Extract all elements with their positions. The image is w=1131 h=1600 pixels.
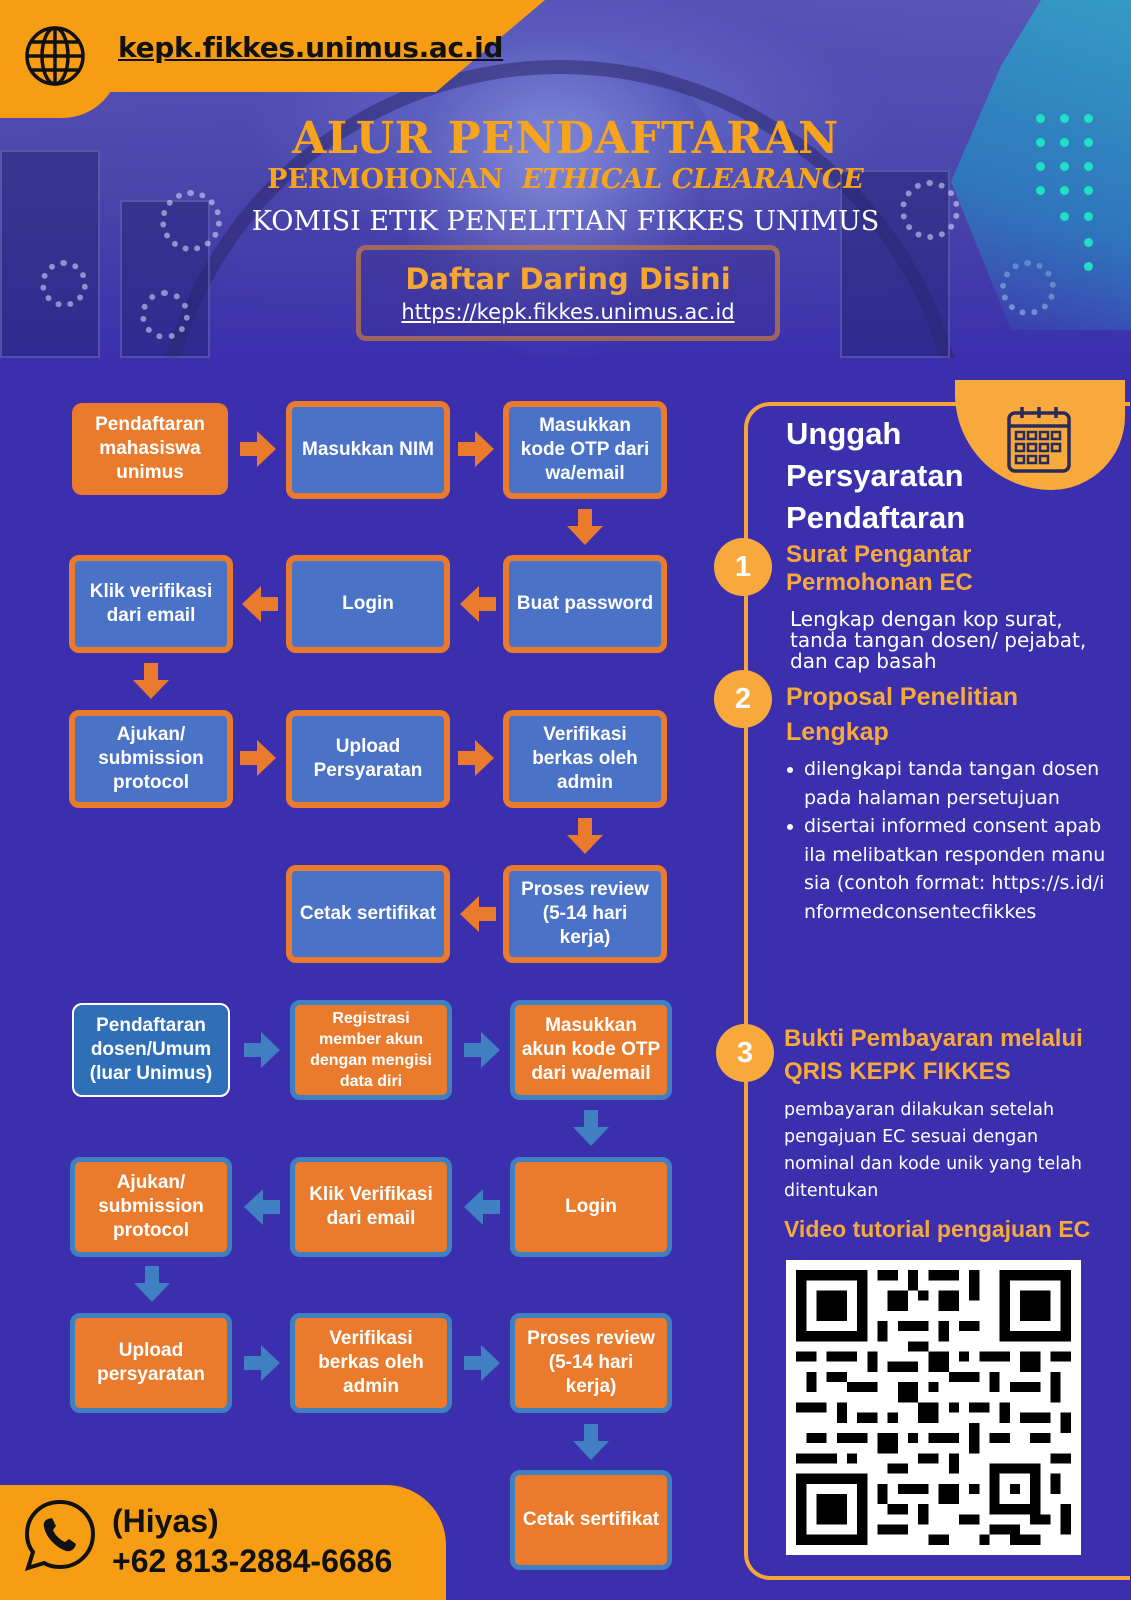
- decor-dot: [1060, 162, 1069, 171]
- calendar-icon: [1007, 407, 1071, 473]
- decor-dot: [1084, 114, 1093, 123]
- arrow-down-icon: [567, 509, 603, 545]
- arrow-down-icon: [133, 663, 169, 699]
- qr-code[interactable]: [786, 1260, 1081, 1555]
- flow-mhs-step10: Proses review (5-14 hari kerja): [503, 865, 667, 963]
- decor-dot: [1084, 238, 1093, 247]
- arrow-right-icon: [458, 740, 494, 776]
- flow-mhs-step6: Klik verifikasi dari email: [69, 555, 233, 653]
- flow-umum-step4: Login: [510, 1157, 672, 1257]
- requirement-title-2: Proposal Penelitian Lengkap: [786, 683, 1019, 746]
- header-banner: kepk.fikkes.unimus.ac.id ALUR PENDAFTARA…: [0, 0, 1131, 358]
- requirement-title-3: Bukti Pembayaran melalui QRIS KEPK FIKKE…: [784, 1025, 1083, 1085]
- flow-umum-step7: Upload persyaratan: [70, 1313, 232, 1413]
- decor-dot: [1060, 114, 1069, 123]
- video-tutorial-title: Video tutorial pengajuan EC: [784, 1216, 1091, 1242]
- contact-phone[interactable]: +62 813-2884-6686: [112, 1543, 393, 1579]
- arrow-down-icon: [573, 1424, 609, 1460]
- flow-mhs-step8: Upload Persyaratan: [286, 710, 450, 808]
- flow-umum-step1: Pendaftaran dosen/Umum (luar Unimus): [72, 1003, 230, 1097]
- requirement-bullet: disertai informed consent apabila meliba…: [786, 812, 1106, 926]
- arrow-right-icon: [464, 1345, 500, 1381]
- decor-dot: [1060, 138, 1069, 147]
- flow-mhs-step3: Masukkan kode OTP dari wa/email: [503, 401, 667, 499]
- decor-dot: [1036, 162, 1045, 171]
- arrow-left-icon: [464, 1189, 500, 1225]
- flow-umum-step2: Registrasi member akun dengan mengisi da…: [290, 1000, 452, 1100]
- flow-umum-step8: Verifikasi berkas oleh admin: [290, 1313, 452, 1413]
- ornament-rosette: [160, 190, 222, 252]
- page-title: ALUR PENDAFTARAN: [292, 113, 839, 164]
- arrow-right-icon: [464, 1032, 500, 1068]
- step-number-badge: 3: [716, 1024, 774, 1082]
- whatsapp-phone-icon: [24, 1499, 96, 1572]
- step-number-badge: 1: [714, 538, 772, 596]
- arrow-right-icon: [240, 431, 276, 467]
- requirement-bullets-2: dilengkapi tanda tangan dosen pada halam…: [786, 755, 1106, 926]
- requirement-bullet: dilengkapi tanda tangan dosen pada halam…: [786, 755, 1106, 812]
- arrow-left-icon: [460, 896, 496, 932]
- decor-dot: [1036, 138, 1045, 147]
- flow-mhs-step9: Verifikasi berkas oleh admin: [503, 710, 667, 808]
- step-number-badge: 2: [714, 670, 772, 728]
- flow-mhs-step2: Masukkan NIM: [286, 401, 450, 499]
- decor-dot: [1060, 186, 1069, 195]
- arrow-right-icon: [240, 740, 276, 776]
- campus-pillar-left: [0, 150, 100, 358]
- ornament-rosette: [40, 260, 88, 308]
- arrow-right-icon: [244, 1032, 280, 1068]
- decor-dot: [1060, 212, 1069, 221]
- online-registration-title: Daftar Daring Disini: [405, 262, 731, 296]
- flow-umum-step5: Klik Verifikasi dari email: [290, 1157, 452, 1257]
- subtitle-prefix: PERMOHONAN: [267, 164, 504, 195]
- flow-mhs-step11: Cetak sertifikat: [286, 865, 450, 963]
- subtitle-italic: ETHICAL CLEARANCE: [522, 164, 864, 195]
- flow-umum-step6: Ajukan/ submission protocol: [70, 1157, 232, 1257]
- flow-umum-step3: Masukkan akun kode OTP dari wa/email: [510, 1000, 672, 1100]
- decor-dot: [1084, 162, 1093, 171]
- arrow-down-icon: [567, 818, 603, 854]
- arrow-left-icon: [244, 1189, 280, 1225]
- requirement-desc-3: pembayaran dilakukan setelah pengajuan E…: [784, 1100, 1082, 1201]
- flow-mhs-step5: Login: [286, 555, 450, 653]
- flow-mhs-step4: Buat password: [503, 555, 667, 653]
- decor-dot: [1036, 114, 1045, 123]
- decor-dot: [1084, 212, 1093, 221]
- flow-umum-step9: Proses review (5-14 hari kerja): [510, 1313, 672, 1413]
- requirement-desc-1: Lengkap dengan kop surat, tanda tangan d…: [790, 607, 1087, 673]
- decor-dot: [1084, 138, 1093, 147]
- committee-name: KOMISI ETIK PENELITIAN FIKKES UNIMUS: [251, 206, 880, 237]
- requirements-panel: [744, 402, 1130, 1580]
- page-subtitle: PERMOHONAN ETHICAL CLEARANCE: [0, 164, 1131, 195]
- arrow-left-icon: [242, 586, 278, 622]
- ornament-rosette: [140, 290, 190, 340]
- arrow-right-icon: [458, 431, 494, 467]
- arrow-left-icon: [460, 586, 496, 622]
- requirements-title: Unggah Persyaratan Pendaftaran: [786, 416, 966, 535]
- flow-mhs-step1: Pendaftaran mahasiswa unimus: [72, 403, 228, 495]
- decor-dot: [1084, 186, 1093, 195]
- ornament-rosette: [900, 180, 960, 240]
- arrow-down-icon: [134, 1266, 170, 1302]
- online-registration-box: Daftar Daring Disini https://kepk.fikkes…: [356, 245, 780, 341]
- qr-code-icon: [796, 1270, 1071, 1545]
- website-link[interactable]: kepk.fikkes.unimus.ac.id: [118, 31, 504, 64]
- requirement-title-1: Surat Pengantar Permohonan EC: [786, 541, 973, 596]
- decor-dot: [1084, 262, 1093, 271]
- flow-umum-step10: Cetak sertifikat: [510, 1470, 672, 1570]
- globe-icon: [25, 26, 85, 86]
- arrow-down-icon: [573, 1110, 609, 1146]
- decor-dot: [1036, 186, 1045, 195]
- flow-mhs-step7: Ajukan/ submission protocol: [69, 710, 233, 808]
- arrow-right-icon: [244, 1345, 280, 1381]
- online-registration-link[interactable]: https://kepk.fikkes.unimus.ac.id: [401, 300, 735, 324]
- contact-name: (Hiyas): [112, 1503, 219, 1539]
